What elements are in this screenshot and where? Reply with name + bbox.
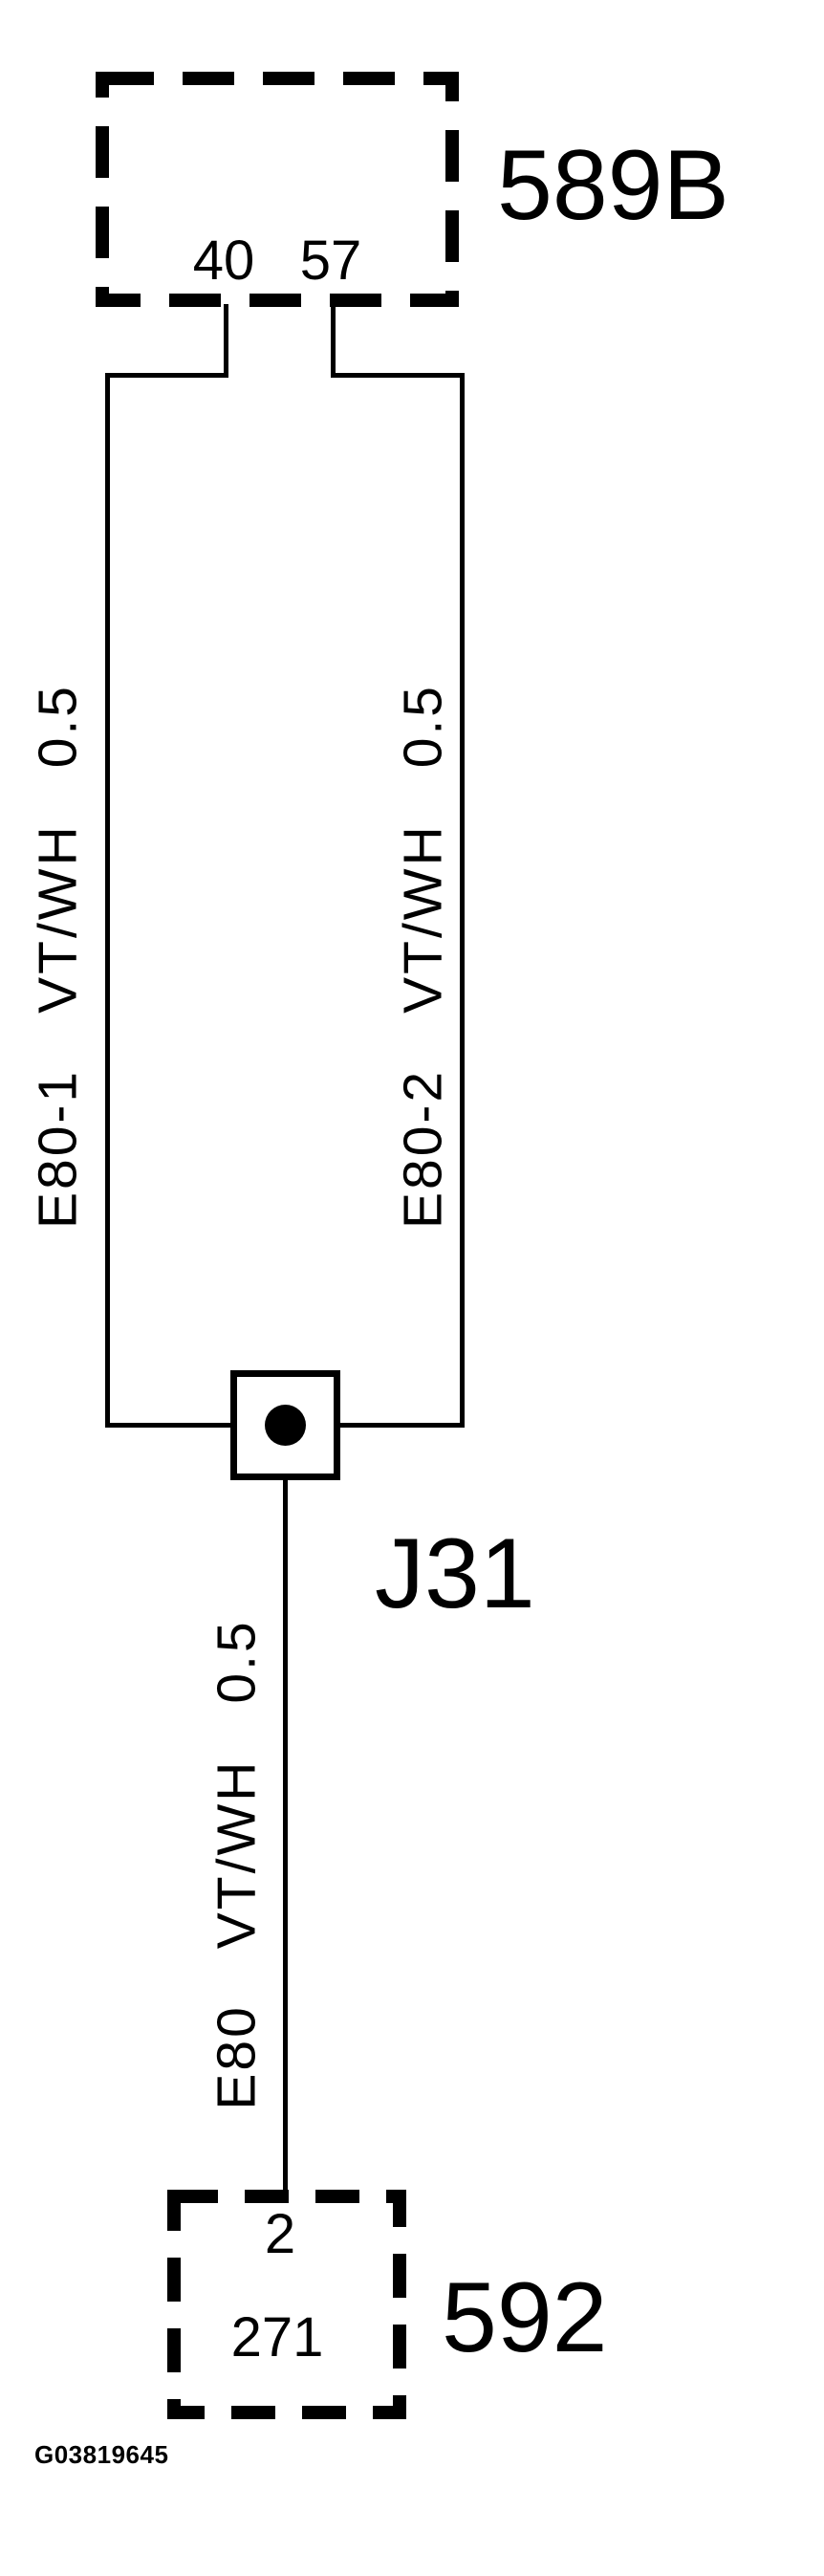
junction-box	[230, 1370, 340, 1480]
wire-color-label: VT/WH	[392, 823, 454, 1014]
junction-label-j31: J31	[375, 1518, 535, 1629]
wire-segment-jog-right	[331, 373, 465, 378]
terminal-number-271: 271	[230, 2306, 324, 2369]
wire-label-e80: E80 VT/WH 0.5	[206, 1619, 268, 2110]
wire-gauge-label: 0.5	[392, 684, 454, 769]
wire-color-label: VT/WH	[27, 823, 89, 1014]
pin-number-40: 40	[192, 229, 255, 292]
wire-label-e80-1: E80-1 VT/WH 0.5	[27, 684, 89, 1229]
pin-number-2: 2	[264, 2203, 296, 2265]
wire-segment-into-junction-left	[105, 1423, 231, 1428]
wire-segment-run-left	[105, 373, 110, 1427]
connector-box-592	[167, 2190, 406, 2419]
wire-segment-stub-right	[331, 304, 336, 378]
document-id: G03819645	[34, 2440, 169, 2469]
junction-dot	[265, 1405, 306, 1446]
wire-gauge-label: 0.5	[27, 684, 89, 769]
connector-label-592: 592	[442, 2262, 608, 2373]
wire-color-label: VT/WH	[206, 1758, 268, 1950]
wire-segment-run-right	[460, 373, 465, 1427]
wire-label-e80-2: E80-2 VT/WH 0.5	[392, 684, 454, 1229]
wire-circuit-label: E80-1	[27, 1068, 89, 1229]
connector-box-589b	[96, 72, 459, 307]
wire-segment-stub-left	[224, 304, 228, 378]
wire-segment-into-junction-right	[338, 1423, 465, 1428]
wire-segment-jog-left	[105, 373, 228, 378]
wire-segment-junction-to-592	[283, 1478, 288, 2194]
connector-label-589b: 589B	[497, 130, 729, 241]
wire-circuit-label: E80	[206, 2004, 268, 2110]
wire-gauge-label: 0.5	[206, 1619, 268, 1704]
wire-circuit-label: E80-2	[392, 1068, 454, 1229]
pin-number-57: 57	[299, 229, 362, 292]
